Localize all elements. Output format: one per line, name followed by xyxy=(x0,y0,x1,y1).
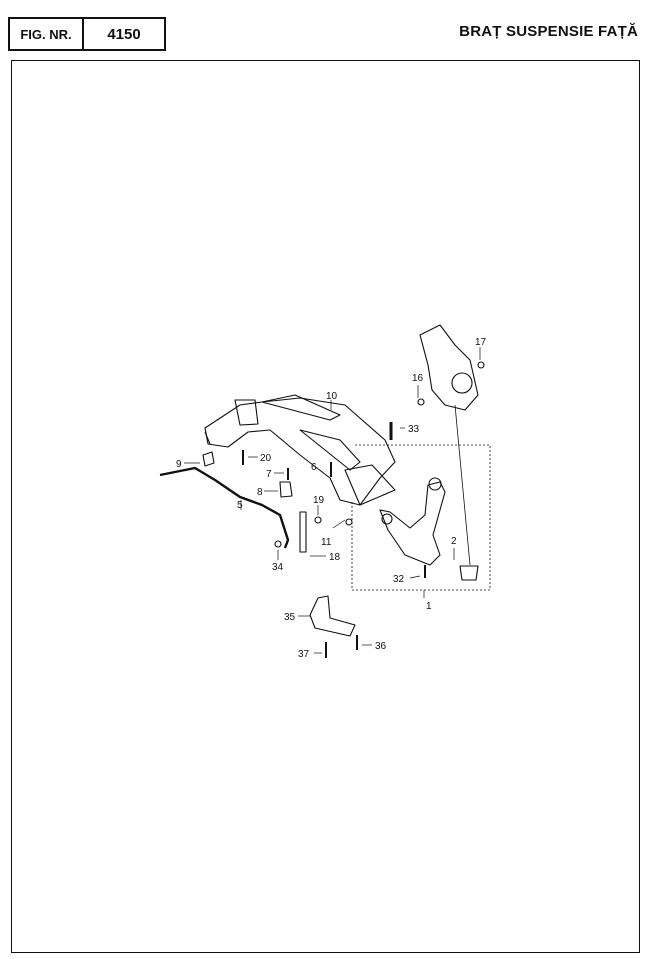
control-arm-drawing xyxy=(379,477,446,566)
callout-32: 32 xyxy=(393,574,405,585)
figure-number-value: 4150 xyxy=(107,25,141,43)
stabilizer-bar-drawing xyxy=(159,466,290,549)
callout-9: 9 xyxy=(176,459,182,470)
callout-5: 5 xyxy=(237,500,243,511)
callout-8: 8 xyxy=(257,487,263,498)
page-title: BRAȚ SUSPENSIE FAȚĂ xyxy=(459,23,638,40)
callout-6: 6 xyxy=(311,462,317,473)
bracket-8-drawing xyxy=(279,481,293,498)
callout-37: 37 xyxy=(298,649,310,660)
figure-number-label: FIG. NR. xyxy=(10,19,84,49)
callout-17: 17 xyxy=(475,337,487,348)
group-box xyxy=(351,444,491,591)
subframe-drawing xyxy=(204,394,396,506)
bracket-9-drawing xyxy=(202,451,215,467)
callout-16: 16 xyxy=(412,373,424,384)
callout-35: 35 xyxy=(284,612,296,623)
bracket-35-drawing xyxy=(309,595,356,637)
callout-34: 34 xyxy=(272,562,284,573)
callout-36: 36 xyxy=(375,641,387,652)
callout-10: 10 xyxy=(326,391,338,402)
callout-20: 20 xyxy=(260,453,272,464)
diagram-frame xyxy=(11,60,640,953)
callout-7: 7 xyxy=(266,469,272,480)
callout-19: 19 xyxy=(313,495,325,506)
callout-1: 1 xyxy=(426,601,432,612)
knuckle-drawing xyxy=(419,324,479,411)
callout-18: 18 xyxy=(329,552,341,563)
callout-33: 33 xyxy=(408,424,420,435)
callout-11: 11 xyxy=(321,537,332,548)
ball-joint-drawing xyxy=(459,565,479,581)
link-18-drawing xyxy=(299,511,307,553)
figure-number-box: FIG. NR. 4150 xyxy=(8,17,166,51)
callout-2: 2 xyxy=(451,536,457,547)
